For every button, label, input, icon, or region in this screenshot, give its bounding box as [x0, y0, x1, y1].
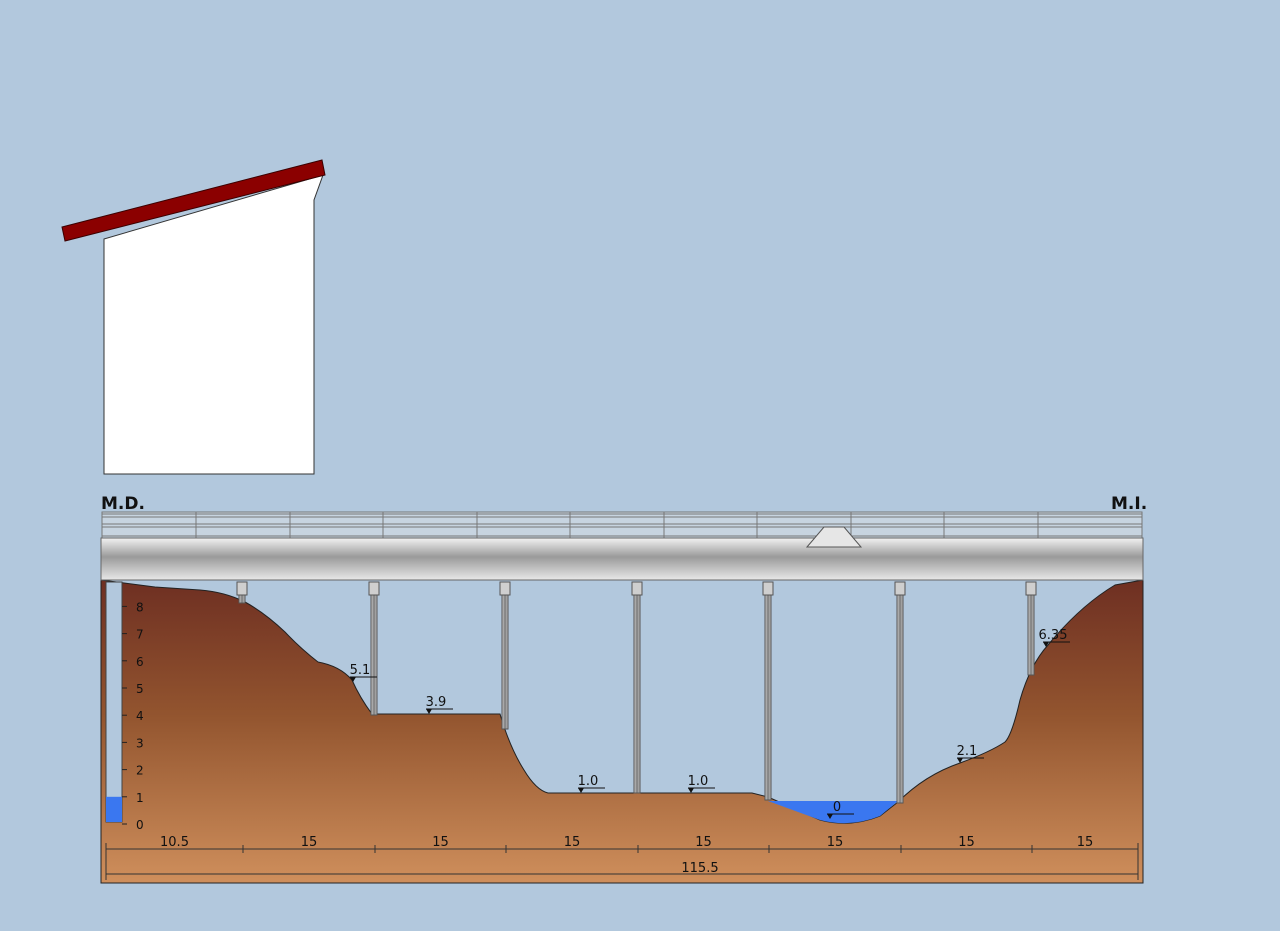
left-bank-label: M.D.	[101, 494, 145, 514]
elevation-label: 6.35	[1039, 628, 1068, 643]
pier	[762, 581, 774, 801]
elevation-label: 1.0	[578, 774, 599, 789]
pier	[631, 581, 643, 794]
gauge-tick-label: 1	[136, 791, 144, 805]
river-water	[768, 801, 898, 824]
gauge-tick-label: 7	[136, 628, 144, 642]
span-label: 10.5	[160, 835, 189, 850]
sign-board	[61, 159, 326, 475]
level-gauge: 0 1 2 3 4 5 6 7 8	[105, 581, 144, 832]
elevation-label: 5.1	[350, 663, 371, 678]
bridge-piers	[236, 581, 1037, 804]
span-label: 15	[432, 835, 449, 850]
deck-bump	[805, 526, 863, 548]
terrain-profile	[100, 579, 1144, 884]
span-label: 15	[958, 835, 975, 850]
elevation-marker-triangle	[350, 677, 356, 682]
pier	[368, 581, 380, 716]
gauge-tick-label: 6	[136, 655, 144, 669]
elevation-marker-triangle	[1043, 642, 1049, 647]
elevation-marker-triangle	[426, 709, 432, 714]
pier	[894, 581, 906, 804]
span-label: 15	[695, 835, 712, 850]
gauge-column	[105, 581, 123, 823]
gauge-tick-label: 0	[136, 818, 144, 832]
gauge-tick-label: 3	[136, 736, 144, 750]
pier	[499, 581, 511, 730]
gauge-water	[106, 796, 122, 822]
span-label: 15	[564, 835, 581, 850]
elevation-label: 3.9	[426, 695, 447, 710]
elevation-marker: 2.1	[957, 744, 984, 763]
elevation-label: 2.1	[957, 744, 978, 759]
span-labels: 10.5 15 15 15 15 15 15 15	[160, 835, 1093, 850]
elevation-marker: 1.0	[578, 774, 605, 793]
elevation-marker-triangle	[578, 788, 584, 793]
elevation-label: 1.0	[688, 774, 709, 789]
sign-board-roof	[61, 159, 326, 242]
gauge-tick-label: 5	[136, 682, 144, 696]
span-label: 15	[301, 835, 318, 850]
span-label: 15	[1077, 835, 1094, 850]
elevation-marker: 0	[827, 800, 854, 819]
right-bank-label: M.I.	[1111, 494, 1148, 514]
elevation-marker: 3.9	[426, 695, 453, 714]
pier	[1025, 581, 1037, 676]
gauge-tick-label: 2	[136, 764, 144, 778]
elevation-marker: 6.35	[1039, 628, 1070, 647]
elevation-marker-triangle	[688, 788, 694, 793]
elevation-marker-triangle	[957, 758, 963, 763]
elevation-markers: 5.1 3.9 1.0 1.0 0 2.1 6.35	[350, 628, 1070, 819]
span-label: 15	[827, 835, 844, 850]
gauge-tick-label: 8	[136, 600, 144, 614]
gauge-tick-label: 4	[136, 709, 144, 723]
pier	[236, 581, 248, 604]
sign-board-panel	[103, 174, 324, 475]
elevation-marker-triangle	[827, 814, 833, 819]
elevation-label: 0	[833, 800, 841, 815]
total-length-label: 115.5	[681, 861, 718, 876]
elevation-marker: 1.0	[688, 774, 715, 793]
gauge-ticks: 0 1 2 3 4 5 6 7 8	[122, 600, 144, 832]
dimension-lines	[105, 843, 1139, 880]
elevation-marker: 5.1	[350, 663, 377, 682]
bridge-railing	[101, 511, 1143, 539]
bridge-deck	[100, 537, 1144, 581]
